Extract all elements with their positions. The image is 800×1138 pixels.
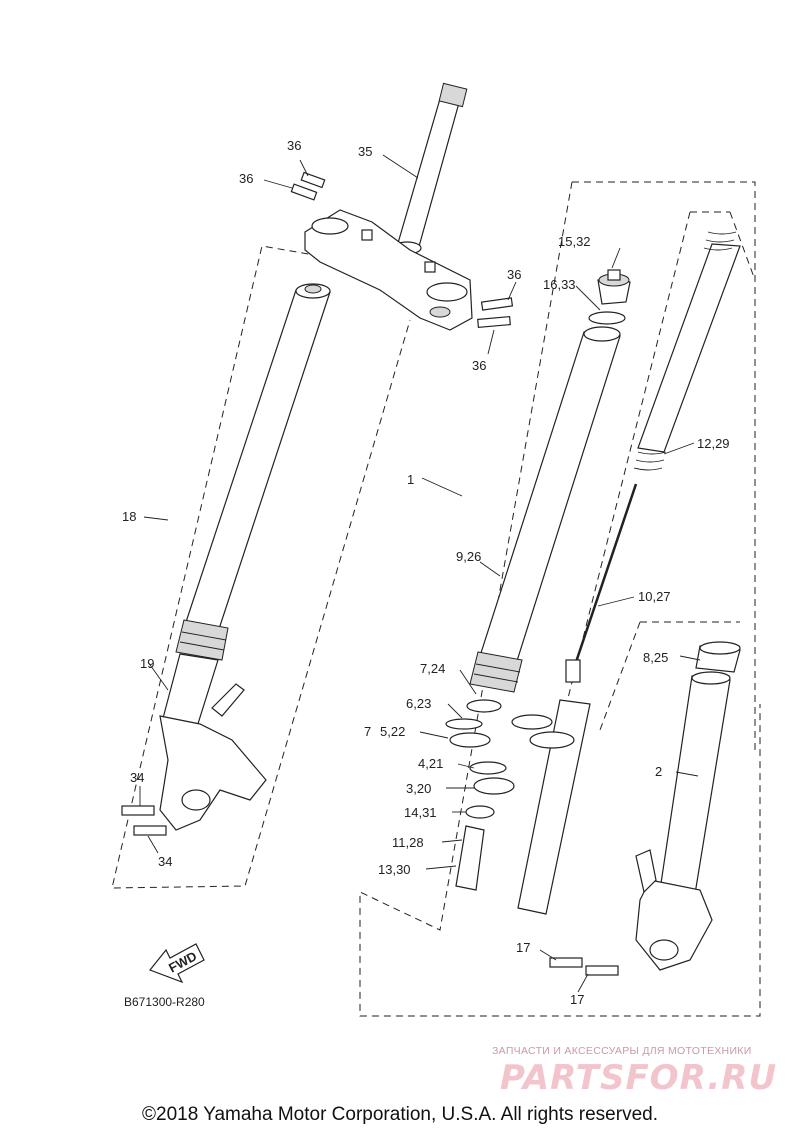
callout-36-a: 36 [287, 138, 301, 153]
fwd-arrow: FWD [149, 943, 205, 984]
callout-1: 1 [407, 472, 414, 487]
callout-7-24: 7,24 [420, 661, 445, 676]
callout-19: 19 [140, 656, 154, 671]
callout-16-33: 16,33 [543, 277, 576, 292]
callout-7: 7 [364, 724, 371, 739]
cap-bolt [588, 269, 631, 325]
callout-3-20: 3,20 [406, 781, 431, 796]
callout-11-28: 11,28 [392, 835, 424, 850]
collar [695, 641, 741, 673]
callout-4-21: 4,21 [418, 756, 443, 771]
leader-lines [139, 154, 701, 993]
callout-36-b: 36 [239, 171, 253, 186]
callout-34-a: 34 [130, 770, 144, 785]
callout-17-b: 17 [570, 992, 584, 1007]
fork-spring [633, 231, 741, 471]
callout-10-27: 10,27 [638, 589, 671, 604]
callout-36-c: 36 [507, 267, 521, 282]
callout-14-31: 14,31 [404, 805, 437, 820]
callout-13-30: 13,30 [378, 862, 411, 877]
callout-35: 35 [358, 144, 372, 159]
callout-5-22: 5,22 [380, 724, 405, 739]
callout-36-d: 36 [472, 358, 486, 373]
callout-6-23: 6,23 [406, 696, 431, 711]
under-bracket [304, 209, 473, 331]
right-inner-tube [469, 326, 621, 693]
bolts-36 [290, 171, 514, 329]
callout-18: 18 [122, 509, 136, 524]
callout-15-32: 15,32 [558, 234, 591, 249]
callout-2: 2 [655, 764, 662, 779]
callout-labels: 35 36 36 36 36 15,32 16,33 12,29 18 1 9,… [122, 138, 730, 1007]
watermark-tagline: ЗАПЧАСТИ И АКСЕССУАРЫ ДЛЯ МОТОТЕХНИКИ [492, 1045, 752, 1057]
diagram-reference-code: B671300-R280 [124, 995, 205, 1009]
callout-9-26: 9,26 [456, 549, 481, 564]
callout-34-b: 34 [158, 854, 172, 869]
watermark-logo: PARTSFOR.RU [500, 1058, 778, 1098]
copyright-notice: ©2018 Yamaha Motor Corporation, U.S.A. A… [142, 1104, 658, 1125]
callout-17-a: 17 [516, 940, 530, 955]
right-outer-tube [549, 671, 731, 976]
callout-8-25: 8,25 [643, 650, 668, 665]
damper-rod [517, 483, 638, 915]
left-fork-assembly [121, 283, 331, 836]
callout-12-29: 12,29 [697, 436, 730, 451]
seal-parts-stack [445, 699, 575, 891]
